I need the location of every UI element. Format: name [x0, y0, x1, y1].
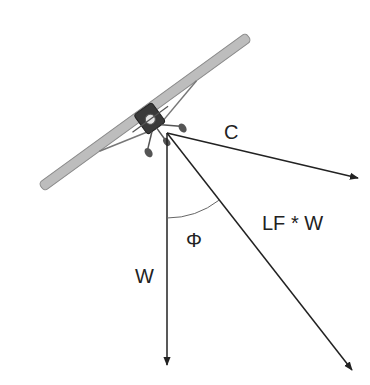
airplane [39, 33, 273, 221]
force-label: W [135, 265, 154, 287]
load-vector [167, 133, 352, 370]
centrifugal-vector [167, 133, 358, 178]
angle-label: Φ [186, 229, 202, 251]
force-label: C [224, 121, 238, 143]
angle-arc [167, 200, 219, 218]
weight-vector [166, 133, 168, 365]
force-label: LF * W [262, 212, 323, 234]
